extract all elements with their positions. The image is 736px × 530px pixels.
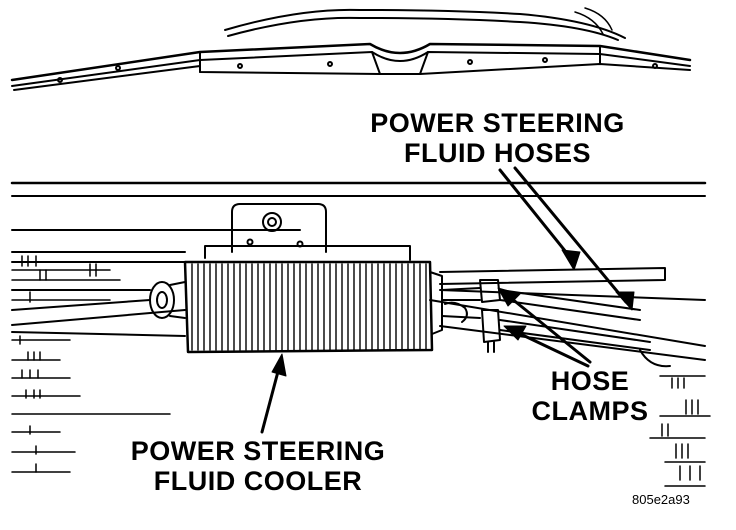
clamps-label-line2: CLAMPS: [531, 396, 649, 427]
fluid-cooler: [183, 260, 443, 354]
hoses-label-line2: FLUID HOSES: [403, 138, 591, 169]
clamps-label: HOSE CLAMPS: [520, 366, 660, 426]
hoses-arrows: [498, 166, 635, 311]
cooler-arrow: [260, 353, 287, 434]
frame-rails: [10, 181, 707, 368]
cooler-label: POWER STEERING FLUID COOLER: [128, 436, 388, 496]
hoses-label-line1: POWER STEERING: [370, 108, 625, 138]
cooler-label-line1: POWER STEERING: [130, 436, 386, 466]
radiator-left-hatching: [11, 255, 171, 473]
hoses-label: POWER STEERING FLUID HOSES: [365, 108, 630, 168]
clamps-arrows: [497, 287, 592, 368]
mounting-bracket: [204, 203, 411, 261]
cooler-label-line2: FLUID COOLER: [153, 466, 363, 497]
fluid-hoses: [441, 279, 651, 353]
radiator-right-hatching: [649, 375, 711, 487]
front-bumper: [10, 7, 692, 91]
clamps-label-line1: HOSE: [550, 366, 630, 396]
cooler-end-mount: [149, 281, 186, 319]
figure-code: 805e2a93: [632, 492, 690, 507]
